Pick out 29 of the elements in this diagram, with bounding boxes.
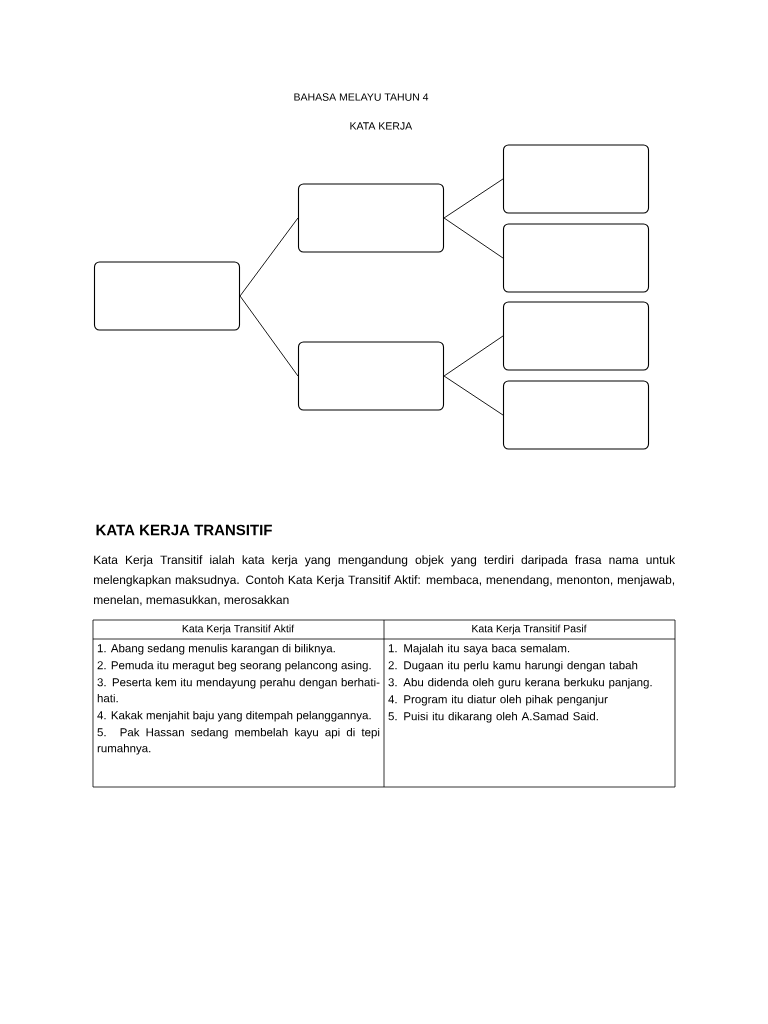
column-header: Kata Kerja Transitif Aktif <box>182 624 295 635</box>
list-item: 5. Puisi itu dikarang oleh A.Samad Said. <box>388 711 598 723</box>
list-item: 4. Program itu diatur oleh pihak penganjur <box>388 694 608 706</box>
empty-box <box>297 341 445 411</box>
empty-box <box>502 380 650 450</box>
list-item: 1. Abang sedang menulis karangan di biliknya. <box>97 643 335 655</box>
connector-line <box>239 295 299 377</box>
connector-line <box>443 375 504 416</box>
heading: BAHASA MELAYU TAHUN 4 <box>294 93 429 101</box>
connector-line <box>443 178 504 219</box>
list-item: 5. Pak Hassan sedang membelah kayu api di tepi rumahnya. <box>97 727 380 755</box>
list-item: 2. Pemuda itu meragut beg seorang pelancong asing. <box>97 660 371 672</box>
empty-box <box>502 301 650 371</box>
connector-line <box>239 217 299 297</box>
column-header: Kata Kerja Transitif Pasif <box>472 624 587 635</box>
list-item: 1. Majalah itu saya baca semalam. <box>388 643 570 655</box>
list-item: 2. Dugaan itu perlu kamu harungi dengan tabah <box>388 660 638 672</box>
connector-line <box>443 217 504 259</box>
list-item: 3. Abu didenda oleh guru kerana berkuku panjang. <box>388 677 652 689</box>
empty-box <box>502 223 650 293</box>
section-heading: KATA KERJA TRANSITIF <box>96 524 272 536</box>
empty-box <box>93 261 241 331</box>
empty-box <box>297 183 445 253</box>
list-item: 4. Kakak menjahit baju yang ditempah pelanggannya. <box>97 710 371 722</box>
connector-line <box>443 335 504 377</box>
list-item: 3. Peserta kem itu mendayung perahu dengan berhati-hati. <box>97 677 380 703</box>
paragraph: Kata Kerja Transitif ialah kata kerja yang mengandung objek yang terdiri daripada frasa nama untuk melengkapkan maksudnya. Contoh Kata Kerja Transitif Aktif: membaca, menendang, menonton, menjawab, menelan, memasukkan, merosakkan <box>94 555 676 606</box>
empty-box <box>502 144 650 214</box>
heading: KATA KERJA <box>350 122 413 130</box>
